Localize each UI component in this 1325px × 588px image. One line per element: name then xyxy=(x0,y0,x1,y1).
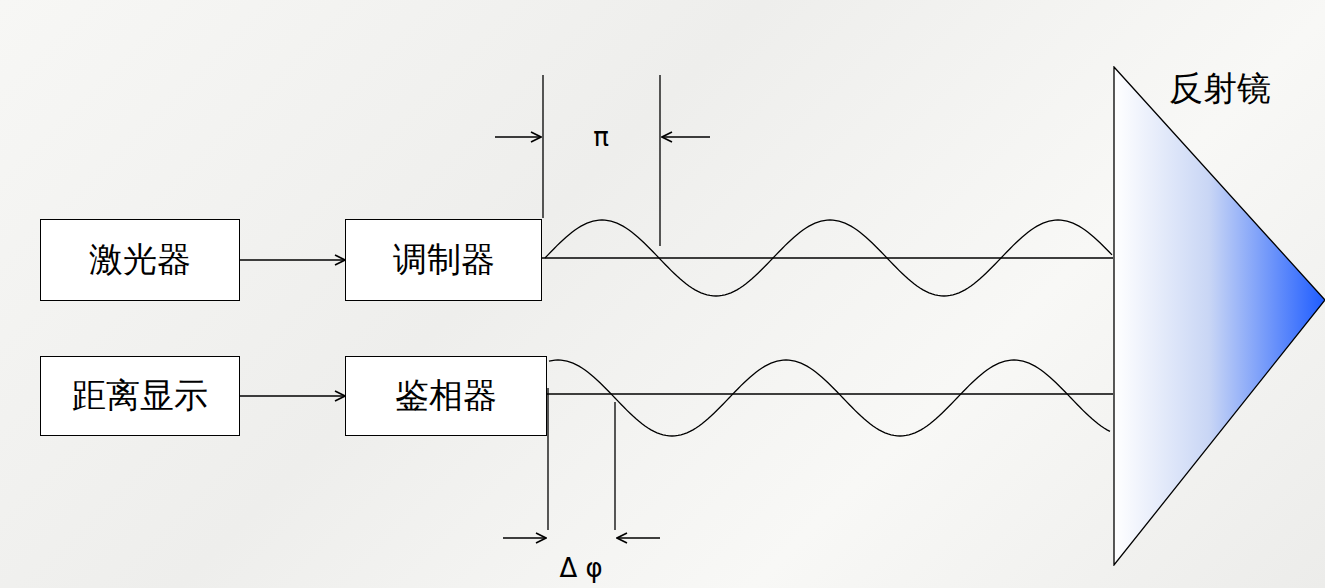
dimension-line xyxy=(547,388,548,530)
dimension-arrow xyxy=(495,136,541,137)
received-wave xyxy=(549,360,1110,436)
prism-outline xyxy=(1113,66,1325,566)
dimension-arrow xyxy=(617,537,660,538)
connector-line xyxy=(547,393,1113,394)
phase-detector-box: 鉴相器 xyxy=(345,356,547,436)
dimension-line xyxy=(542,75,543,218)
dimension-arrow xyxy=(503,537,546,538)
box-label: 距离显示 xyxy=(72,377,208,414)
dimension-arrow xyxy=(662,136,710,137)
reflector-prism: 反射镜 xyxy=(1113,66,1325,566)
box-label: 调制器 xyxy=(393,241,495,278)
phase-label: π xyxy=(593,124,609,150)
connector-line xyxy=(542,257,1113,258)
prism-shape xyxy=(1114,67,1325,565)
dimension-line xyxy=(614,402,615,530)
connector-line xyxy=(240,259,345,260)
display-box: 距离显示 xyxy=(40,356,240,436)
laser-box: 激光器 xyxy=(40,219,240,301)
box-label: 激光器 xyxy=(89,241,191,278)
box-label: 鉴相器 xyxy=(395,377,497,414)
phase-difference-label: Δ φ xyxy=(559,555,602,581)
dimension-line xyxy=(659,75,660,246)
wave-illustration xyxy=(495,75,1112,538)
reflector-label: 反射镜 xyxy=(1169,70,1271,107)
connector-line xyxy=(240,395,345,396)
modulator-box: 调制器 xyxy=(345,219,542,301)
